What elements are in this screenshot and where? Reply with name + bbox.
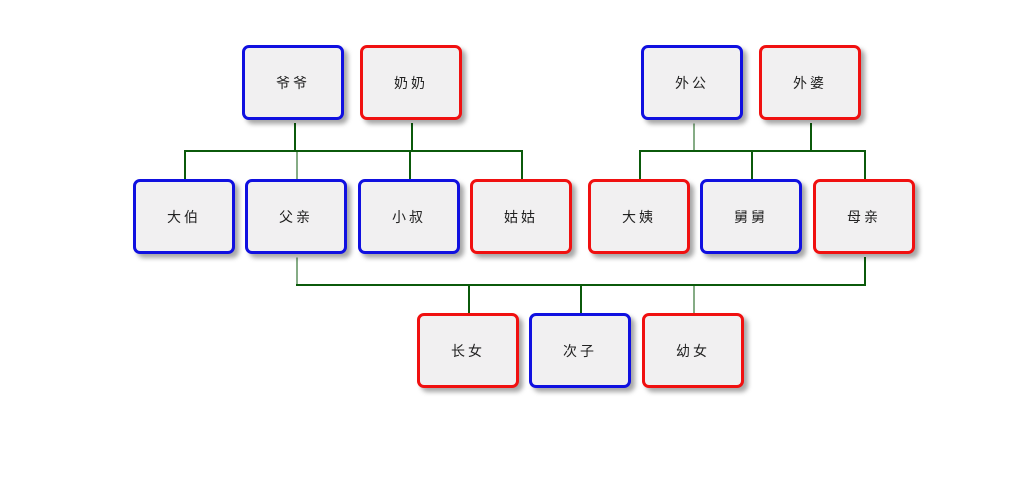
- node-dayi: 大姨: [588, 179, 690, 254]
- node-waipo: 外婆: [759, 45, 861, 120]
- node-label: 舅舅: [734, 209, 768, 226]
- node-xiaoshu: 小叔: [358, 179, 460, 254]
- node-cizi: 次子: [529, 313, 631, 388]
- node-label: 长女: [451, 343, 485, 360]
- node-label: 幼女: [676, 343, 710, 360]
- node-fuqin: 父亲: [245, 179, 347, 254]
- node-label: 父亲: [279, 209, 313, 226]
- node-label: 次子: [563, 343, 597, 360]
- node-gugu: 姑姑: [470, 179, 572, 254]
- node-yeye: 爷爷: [242, 45, 344, 120]
- node-zhangnv: 长女: [417, 313, 519, 388]
- node-label: 大伯: [167, 209, 201, 226]
- node-label: 姑姑: [504, 209, 538, 226]
- node-younv: 幼女: [642, 313, 744, 388]
- node-label: 小叔: [392, 209, 426, 226]
- node-dabo: 大伯: [133, 179, 235, 254]
- node-label: 大姨: [622, 209, 656, 226]
- node-label: 外公: [675, 75, 709, 92]
- node-label: 外婆: [793, 75, 827, 92]
- node-muqin: 母亲: [813, 179, 915, 254]
- node-waigong: 外公: [641, 45, 743, 120]
- node-label: 母亲: [847, 209, 881, 226]
- node-nainai: 奶奶: [360, 45, 462, 120]
- node-label: 爷爷: [276, 75, 310, 92]
- node-label: 奶奶: [394, 75, 428, 92]
- node-jiujiu: 舅舅: [700, 179, 802, 254]
